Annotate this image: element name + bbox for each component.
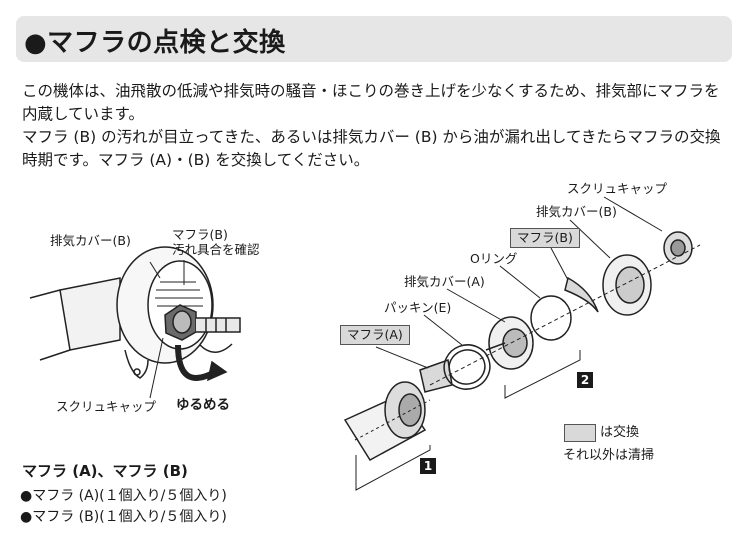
legend-swatch — [564, 424, 596, 442]
parts-list-item: ●マフラ (B)(１個入り/５個入り) — [20, 509, 227, 525]
assembled-tool-illustration — [29, 246, 241, 399]
label-muffler-b-left: マフラ(B) — [172, 227, 228, 242]
label-packing-e: パッキン(E) — [384, 300, 452, 315]
label-o-ring: Oリング — [470, 251, 518, 266]
label-muffler-b-right: マフラ(B) — [510, 228, 580, 248]
step-2-badge: 2 — [577, 372, 593, 388]
description-paragraph-1: この機体は、油飛散の低減や排気時の騒音・ほこりの巻き上げを少なくするため、排気部… — [22, 82, 720, 123]
page-title: ●マフラの点検と交換 — [24, 28, 286, 58]
legend-clean: それ以外は清掃 — [563, 448, 655, 463]
label-screw-cap-left: スクリュキャップ — [56, 399, 157, 414]
parts-list: ●マフラ (A)(１個入り/５個入り) ●マフラ (B)(１個入り/５個入り) — [20, 486, 227, 528]
step-1-badge: 1 — [420, 458, 436, 474]
exploded-view-illustration — [343, 196, 701, 491]
title-bar — [16, 16, 732, 62]
label-exhaust-cover-b-left: 排気カバー(B) — [50, 233, 131, 248]
label-exhaust-cover-a: 排気カバー(A) — [404, 274, 485, 289]
description: この機体は、油飛散の低減や排気時の騒音・ほこりの巻き上げを少なくするため、排気部… — [22, 80, 734, 172]
description-paragraph-2: マフラ (B) の汚れが目立ってきた、あるいは排気カバー (B) から油が漏れ出… — [22, 128, 721, 169]
label-check-dirt: 汚れ具合を確認 — [172, 242, 260, 257]
label-screw-cap-right: スクリュキャップ — [567, 181, 668, 196]
label-muffler-a: マフラ(A) — [340, 325, 410, 345]
label-loosen: ゆるめる — [176, 397, 230, 413]
parts-title: マフラ (A)、マフラ (B) — [22, 462, 188, 480]
parts-list-item: ●マフラ (A)(１個入り/５個入り) — [20, 488, 227, 504]
label-exhaust-cover-b-right: 排気カバー(B) — [536, 204, 617, 219]
legend-replace: は交換 — [600, 425, 640, 440]
